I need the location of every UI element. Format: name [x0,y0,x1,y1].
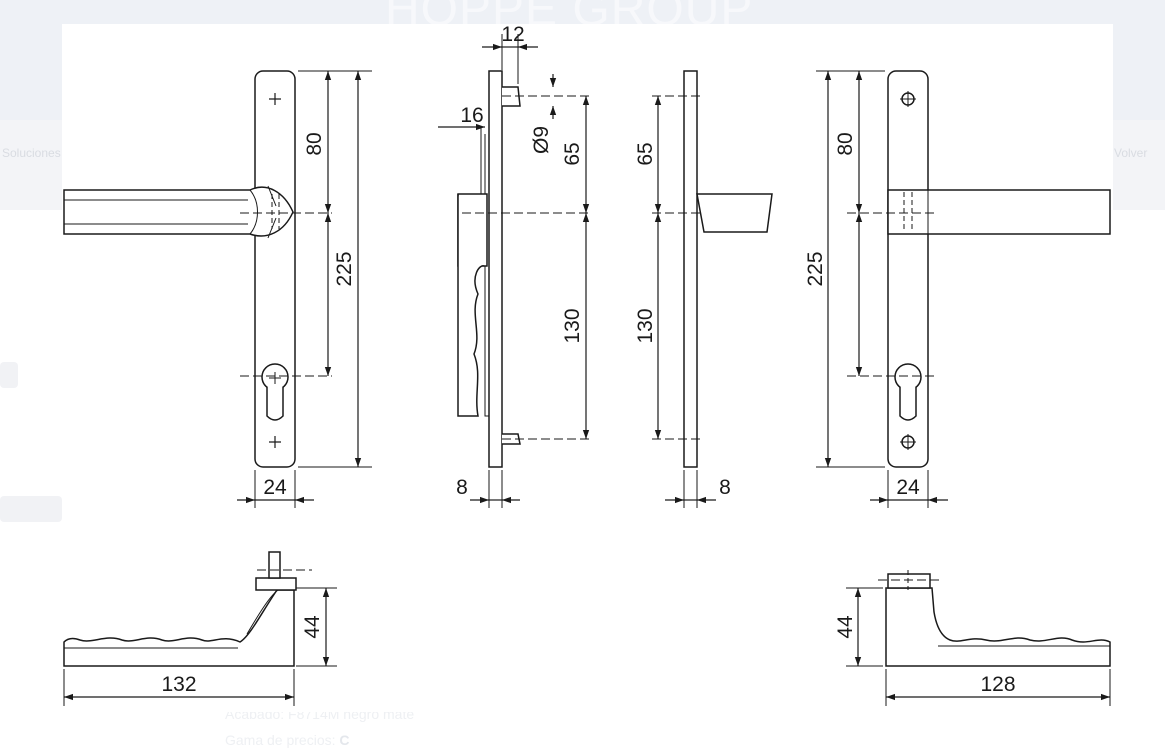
dim-side-left-65: 65 [561,142,584,165]
lever-top-view-right [846,570,1111,706]
keyhole-right [894,363,922,391]
lever-profile-left [457,194,485,417]
lever-body-right [885,587,1111,667]
side-plate-left [488,70,503,468]
lever-top-view-left [63,551,337,706]
dim-front-right-24: 24 [896,476,920,499]
dim-lever-right-44: 44 [834,615,857,639]
dim-side-right-65: 65 [634,142,657,165]
right-side-panel [1113,120,1165,210]
dim-side-right-130: 130 [634,308,657,343]
price-line: Gama de precios: C [225,732,350,748]
dim-lever-left-132: 132 [161,673,196,696]
dim-front-left-225: 225 [333,251,356,286]
dim-front-right-80: 80 [834,132,857,155]
lever-body-left [63,589,295,667]
dim-front-left-80: 80 [303,132,326,155]
side-plate-right [683,70,698,468]
spindle-top-right [887,573,931,589]
dim-side-left-d9: Ø9 [530,126,553,154]
dim-lever-left-44: 44 [301,615,324,639]
lever-front-right [887,189,1111,235]
dimension-labels: 80 225 24 12 16 Ø9 65 130 8 65 130 8 80 … [161,24,1015,696]
technical-drawing: 80 225 24 12 16 Ø9 65 130 8 65 130 8 80 … [62,24,1113,712]
right-tab[interactable]: Volver [1114,146,1148,160]
dim-lever-right-128: 128 [980,673,1015,696]
dim-side-left-8: 8 [456,476,468,499]
side-view-right [652,70,773,508]
dim-side-left-130: 130 [561,308,584,343]
left-side-panel [0,120,62,210]
backplate-right [887,70,929,468]
backplate-left [254,70,296,468]
dim-side-left-12: 12 [501,24,524,46]
left-pill-2 [0,496,62,522]
dim-side-left-16: 16 [460,104,483,127]
left-tab[interactable]: Soluciones [2,146,61,160]
front-view-right [816,70,1111,508]
screw-marks-left [269,93,281,448]
drawing-svg: 80 225 24 12 16 Ø9 65 130 8 65 130 8 80 … [63,24,1111,706]
side-view-left [438,34,592,508]
spindle-boss-right [696,193,773,233]
lever-front-left [63,186,294,237]
dim-side-right-8: 8 [719,476,731,499]
dim-front-left-24: 24 [263,476,287,499]
spindle-top-left [268,551,281,579]
dim-front-right-225: 225 [804,251,827,286]
front-view-left [63,70,372,508]
left-pill [0,362,18,388]
